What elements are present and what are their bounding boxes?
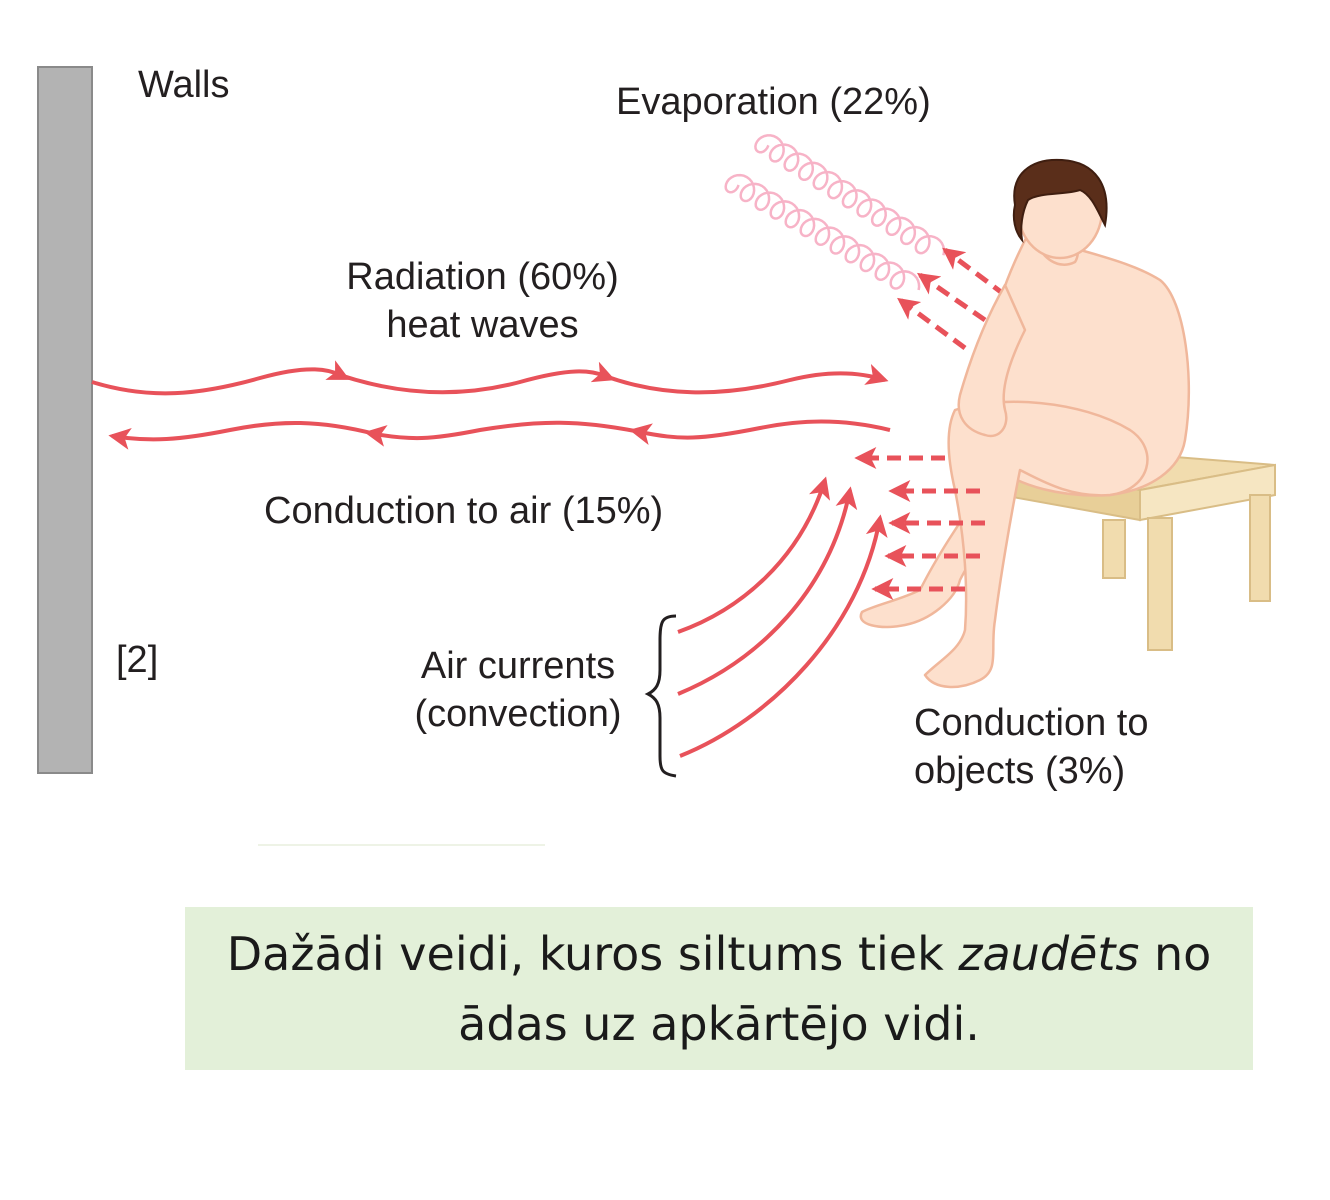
air-currents-brace <box>644 614 677 778</box>
conduction-objects-label: Conduction to objects (3%) <box>914 699 1149 795</box>
radiation-label: Radiation (60%) heat waves <box>330 253 635 349</box>
evap-arrow-3 <box>897 297 967 351</box>
caption-line2: ādas uz apkārtējo vidi. <box>458 996 980 1051</box>
caption-line1: Dažādi veidi, kuros siltums tiek zaudēts… <box>185 919 1253 989</box>
radiation-wave-incoming <box>629 419 891 445</box>
evap-arrow-1 <box>942 247 1007 297</box>
caption-emphasis: zaudēts <box>958 926 1140 981</box>
radiation-wave-incoming-2 <box>364 420 641 447</box>
caption-box: Dažādi veidi, kuros siltums tiek zaudēts… <box>185 907 1253 1070</box>
convection-arrow-3 <box>679 514 888 758</box>
hair <box>1012 158 1108 244</box>
walls-label: Walls <box>138 64 230 106</box>
radiation-wave-outgoing <box>91 360 350 396</box>
air-currents-label-line2: (convection) <box>414 693 622 735</box>
conduction-objects-label-line1: Conduction to <box>914 702 1149 744</box>
convection-arrow-2 <box>677 486 858 696</box>
air-currents-label: Air currents (convection) <box>398 642 638 738</box>
caption-part1: Dažādi veidi, kuros siltums tiek <box>226 926 959 981</box>
radiation-label-line2: heat waves <box>386 304 579 346</box>
evaporation-arrows <box>897 247 1007 351</box>
evap-arrow-2 <box>916 272 987 323</box>
caption-part2: no <box>1139 926 1212 981</box>
convection-arrows <box>677 476 888 758</box>
heat-loss-diagram <box>37 66 1276 846</box>
seated-person <box>859 160 1191 689</box>
evaporation-label: Evaporation (22%) <box>616 81 931 123</box>
radiation-arrows <box>91 360 891 450</box>
conduction-air-arrows <box>854 447 985 600</box>
conduction-objects-label-line2: objects (3%) <box>914 750 1126 792</box>
wall <box>37 66 93 774</box>
vapor-coil-lower <box>724 173 921 291</box>
radiation-wave-outgoing-2 <box>339 361 616 395</box>
radiation-wave-incoming-3 <box>108 420 376 450</box>
reference-label: [2] <box>116 639 159 681</box>
air-currents-label-line1: Air currents <box>420 645 616 687</box>
convection-arrow-1 <box>677 476 831 634</box>
conduction-air-label: Conduction to air (15%) <box>264 490 664 532</box>
evaporation-vapor <box>724 134 946 291</box>
radiation-label-line1: Radiation (60%) <box>346 256 619 298</box>
vapor-coil-upper <box>754 134 946 256</box>
radiation-wave-outgoing-3 <box>604 363 889 395</box>
